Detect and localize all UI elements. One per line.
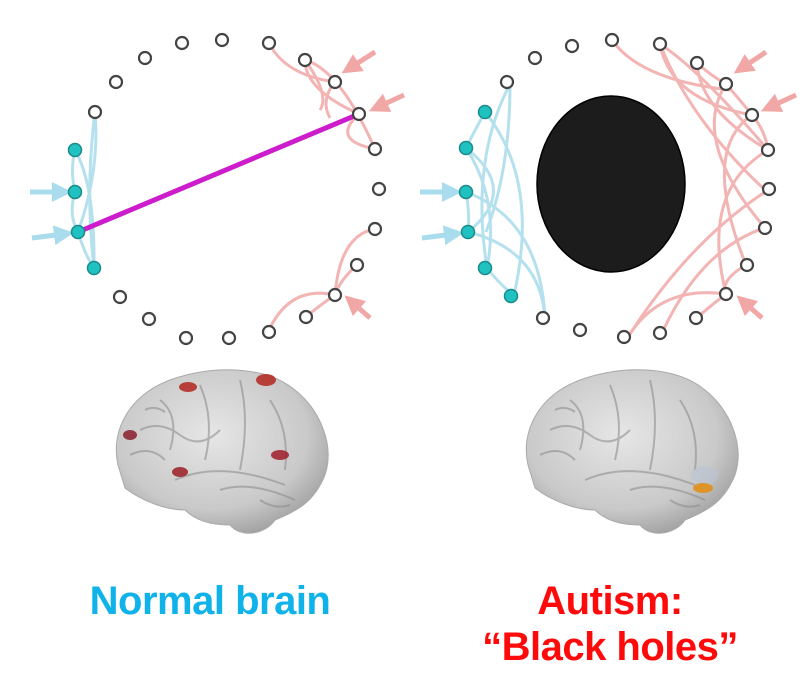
autism-network xyxy=(420,32,798,345)
normal-network xyxy=(30,32,406,346)
pink-local-connections-upper xyxy=(267,42,377,151)
right-nodes xyxy=(499,32,777,345)
normal-brain-label-text: Normal brain xyxy=(89,579,331,623)
black-hole xyxy=(536,95,686,273)
network-diagrams xyxy=(30,32,798,346)
left-nodes xyxy=(87,32,387,346)
autism-brain-image xyxy=(525,369,739,534)
activation-hotspots xyxy=(123,374,289,477)
pink-input-arrows xyxy=(341,49,406,320)
cyan-local-connections-dense xyxy=(464,83,547,319)
long-range-connection xyxy=(75,111,362,235)
autism-label-line1: Autism: xyxy=(537,579,683,623)
activation-hotspots xyxy=(691,466,719,493)
pink-local-connections-lower xyxy=(267,227,376,331)
cyan-input-arrows-right xyxy=(420,182,464,246)
normal-brain-image xyxy=(115,369,329,534)
pink-input-arrows-right xyxy=(733,49,798,320)
right-highlight-nodes xyxy=(458,104,519,304)
autism-label: Autism: “Black holes” xyxy=(440,578,780,670)
normal-brain-label: Normal brain xyxy=(40,578,380,624)
cyan-input-arrows xyxy=(30,182,74,246)
left-highlight-nodes xyxy=(67,142,102,276)
autism-label-line2: “Black holes” xyxy=(482,625,738,669)
